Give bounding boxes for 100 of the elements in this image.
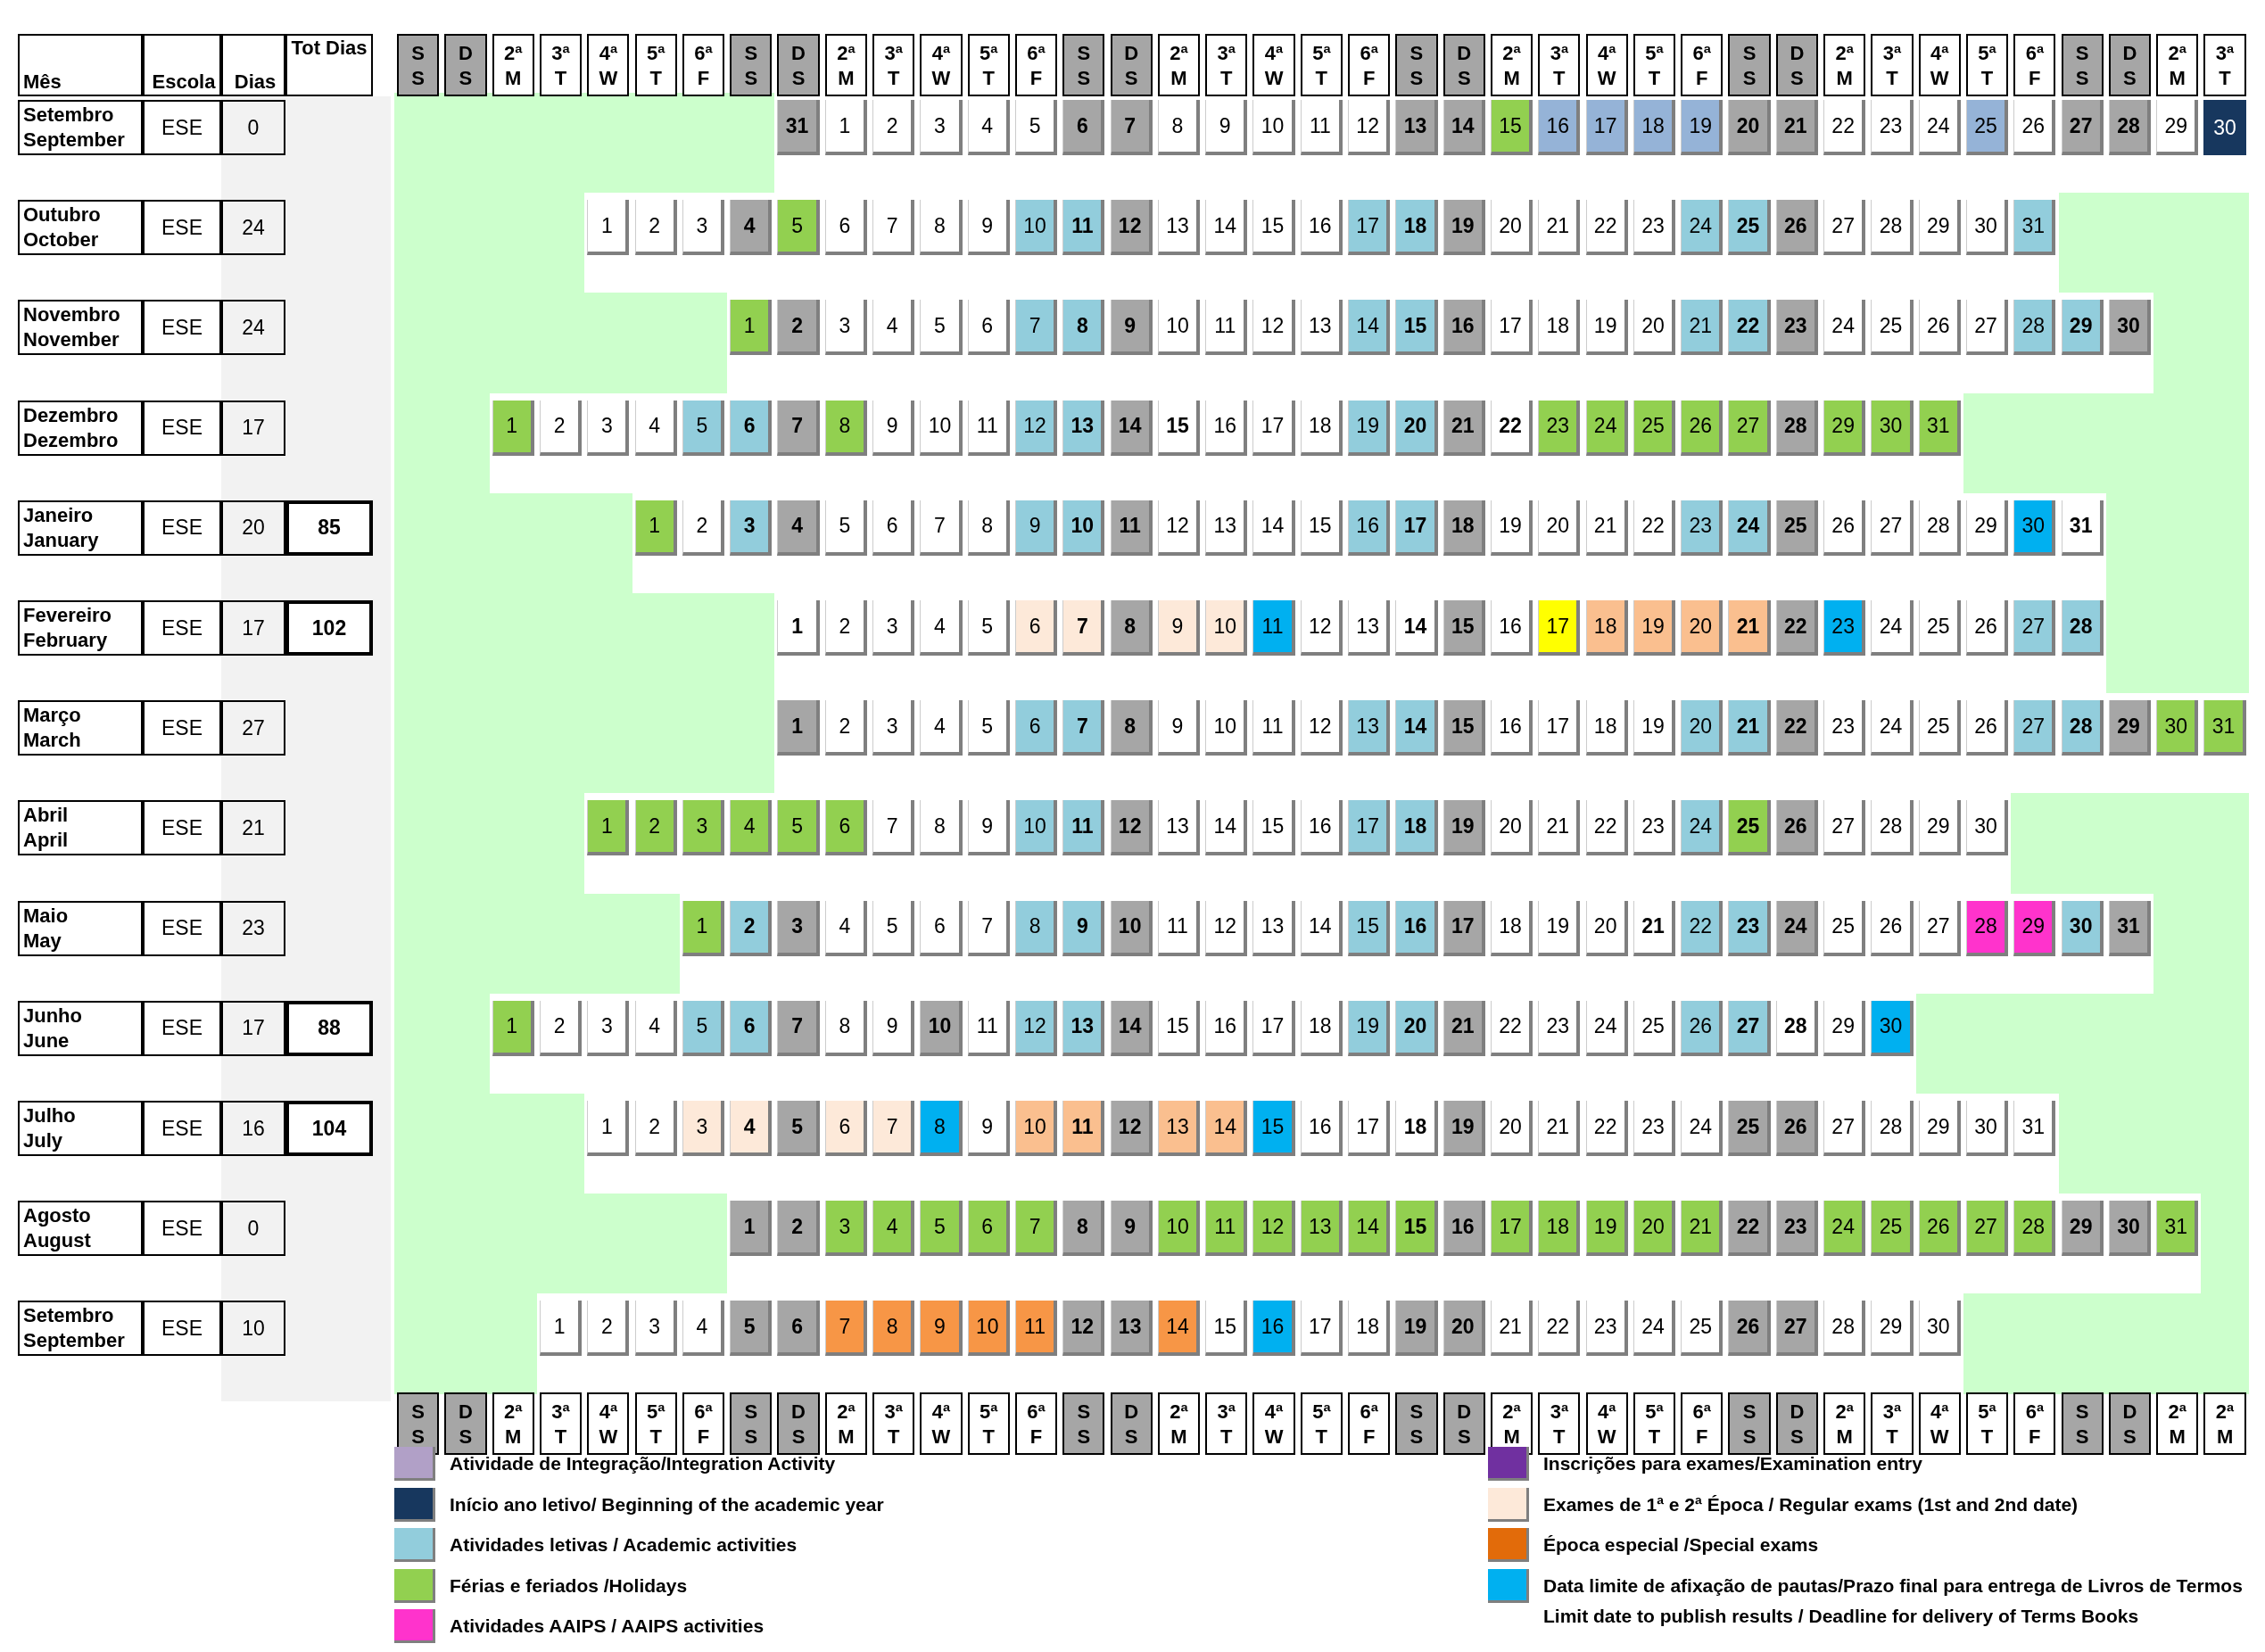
calendar-day: 3 (682, 800, 725, 856)
calendar-day: 5 (824, 500, 867, 556)
calendar-day: 13 (1205, 500, 1248, 556)
calendar-day: 18 (1490, 900, 1533, 956)
calendar-day: 3 (920, 100, 963, 155)
calendar-day: 20 (1681, 600, 1724, 656)
day-count: 27 (221, 700, 285, 756)
calendar-day: 19 (1585, 1201, 1628, 1257)
weekday-header: 5ª T (1965, 1392, 2009, 1455)
calendar-day: 5 (920, 300, 963, 356)
legend-text: Época especial /Special exams (1543, 1533, 1820, 1557)
calendar-day: 15 (1442, 700, 1485, 756)
weekday-header: 4ª W (587, 1392, 630, 1455)
legend-text: Inscrições para exames/Examination entry (1543, 1452, 1923, 1475)
calendar-day: 10 (1205, 600, 1248, 656)
calendar-day: 8 (920, 1101, 963, 1156)
weekday-header: 6ª F (1014, 1392, 1058, 1455)
calendar-day: 28 (2108, 100, 2152, 155)
month-name: Setembro September (18, 1301, 143, 1357)
day-count: 16 (221, 1101, 285, 1156)
calendar-day: 17 (1348, 800, 1391, 856)
calendar-day: 5 (777, 1101, 820, 1156)
calendar-day: 15 (1395, 300, 1438, 356)
total-days: 85 (285, 500, 373, 556)
calendar-day: 1 (730, 300, 773, 356)
calendar-day: 6 (824, 800, 867, 856)
calendar-day: 13 (1157, 200, 1201, 256)
calendar-day: 16 (1490, 600, 1533, 656)
calendar-day: 20 (1442, 1301, 1485, 1357)
calendar-day: 12 (1110, 800, 1153, 856)
calendar-day: 20 (1395, 1000, 1438, 1056)
calendar-day: 21 (1775, 100, 1818, 155)
calendar-day: 14 (1395, 700, 1438, 756)
school-code: ESE (143, 500, 221, 556)
weekday-header: S S (1062, 34, 1105, 96)
calendar-day: 16 (1538, 100, 1581, 155)
weekday-header: 6ª F (1348, 34, 1391, 96)
school-code: ESE (143, 1301, 221, 1357)
weekday-header: 4ª W (587, 34, 630, 96)
calendar-day: 11 (1062, 1101, 1105, 1156)
calendar-day: 6 (824, 200, 867, 256)
calendar-day: 11 (1062, 200, 1105, 256)
calendar-day: 12 (1252, 1201, 1295, 1257)
calendar-day: 1 (587, 1101, 630, 1156)
day-count: 24 (221, 200, 285, 256)
calendar-day: 29 (2156, 100, 2199, 155)
calendar-day: 27 (2013, 600, 2056, 656)
calendar-day: 21 (1538, 200, 1581, 256)
calendar-day: 9 (872, 400, 915, 456)
calendar-day: 8 (1110, 700, 1153, 756)
calendar-day: 11 (1252, 600, 1295, 656)
calendar-day: 12 (1014, 1000, 1058, 1056)
calendar-day: 21 (1585, 500, 1628, 556)
calendar-day: 20 (1490, 800, 1533, 856)
calendar-day: 25 (1775, 500, 1818, 556)
calendar-day: 23 (1728, 900, 1771, 956)
calendar-day: 12 (1205, 900, 1248, 956)
calendar-day: 13 (1157, 800, 1201, 856)
calendar-day: 6 (1014, 700, 1058, 756)
calendar-day: 22 (1823, 100, 1866, 155)
calendar-day: 2 (730, 900, 773, 956)
day-count: 0 (221, 1201, 285, 1257)
calendar-day: 26 (1965, 700, 2009, 756)
weekday-header: 2ª M (492, 34, 534, 96)
month-name: Fevereiro February (18, 600, 143, 656)
calendar-day: 28 (1871, 200, 1914, 256)
calendar-day: 21 (1728, 600, 1771, 656)
calendar-day: 14 (1110, 1000, 1153, 1056)
calendar-day: 4 (872, 1201, 915, 1257)
weekday-header: 3ª T (1871, 34, 1914, 96)
calendar-day: 28 (1918, 500, 1961, 556)
calendar-day: 30 (1871, 1000, 1914, 1056)
calendar-day: 4 (777, 500, 820, 556)
weekday-header: 2ª M (824, 1392, 867, 1455)
weekday-header: D S (444, 34, 487, 96)
month-name: Janeiro January (18, 500, 143, 556)
weekday-header: 6ª F (2013, 1392, 2056, 1455)
calendar-day: 14 (1395, 600, 1438, 656)
calendar-day: 1 (587, 200, 630, 256)
calendar-day: 16 (1205, 400, 1248, 456)
calendar-day: 1 (587, 800, 630, 856)
calendar-day: 13 (1157, 1101, 1201, 1156)
weekday-header: 5ª T (1633, 1392, 1676, 1455)
calendar-day: 6 (730, 1000, 773, 1056)
calendar-day: 19 (1585, 300, 1628, 356)
calendar-day: 11 (1110, 500, 1153, 556)
calendar-day: 24 (1918, 100, 1961, 155)
calendar-day: 31 (777, 100, 820, 155)
calendar-day: 16 (1442, 300, 1485, 356)
calendar-day: 30 (1965, 1101, 2009, 1156)
total-days: 104 (285, 1101, 373, 1156)
calendar-day: 21 (1442, 400, 1485, 456)
calendar-day: 29 (2061, 300, 2104, 356)
calendar-day: 4 (730, 1101, 773, 1156)
legend-text: Atividades AAIPS / AAIPS activities (450, 1615, 765, 1638)
weekday-header: 5ª T (1965, 34, 2009, 96)
calendar-day: 22 (1728, 300, 1771, 356)
calendar-day: 13 (1252, 900, 1295, 956)
weekday-header: D S (444, 1392, 487, 1455)
calendar-day: 6 (824, 1101, 867, 1156)
